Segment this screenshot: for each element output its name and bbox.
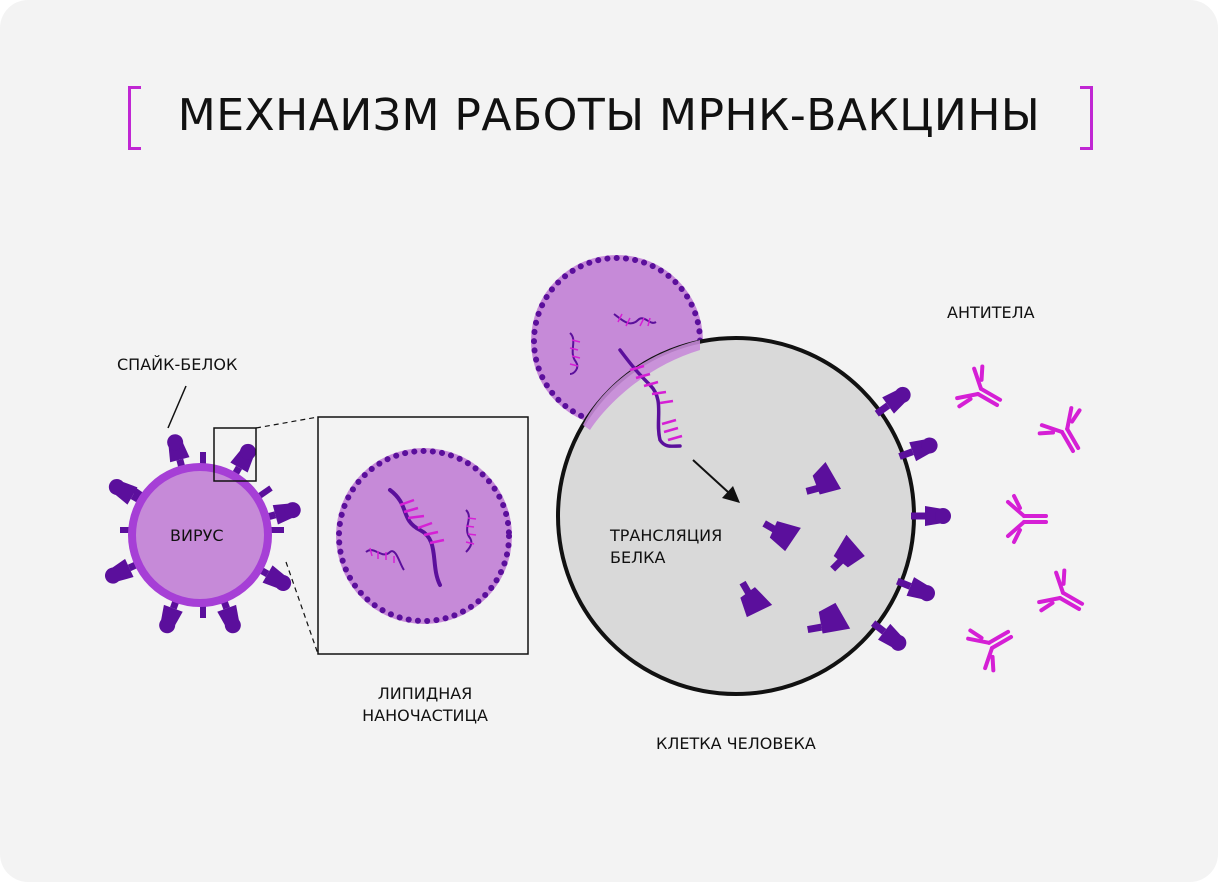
merge-region bbox=[583, 340, 700, 430]
spike-callout-line bbox=[167, 385, 187, 429]
diagram-title: МЕХНАИЗМ РАБОТЫ МРНК-ВАКЦИНЫ bbox=[177, 90, 1041, 141]
virus-label: ВИРУС bbox=[170, 526, 224, 545]
human-cell-label: КЛЕТКА ЧЕЛОВЕКА bbox=[656, 734, 816, 753]
lipid-label-line2: НАНОЧАСТИЦА bbox=[362, 706, 488, 725]
antibodies-label: АНТИТЕЛА bbox=[947, 303, 1035, 322]
mrna-strand-icon bbox=[569, 313, 683, 448]
antibody-icon bbox=[952, 361, 1098, 676]
title-bracket-left bbox=[128, 86, 141, 150]
lipid-nanoparticle-label: ЛИПИДНАЯ НАНОЧАСТИЦА bbox=[330, 683, 520, 727]
arrow-icon bbox=[692, 459, 740, 503]
virus-icon bbox=[101, 431, 304, 637]
lipid-label-line1: ЛИПИДНАЯ bbox=[377, 684, 473, 703]
translation-label-line1: ТРАНСЛЯЦИЯ bbox=[610, 526, 723, 545]
translation-label-line2: БЕЛКА bbox=[610, 548, 666, 567]
spike-protein-icon bbox=[739, 461, 865, 634]
title-bracket-right bbox=[1080, 86, 1093, 150]
lipid-nanoparticle-icon bbox=[336, 448, 512, 624]
translation-label: ТРАНСЛЯЦИЯ БЕЛКА bbox=[610, 525, 722, 569]
spike-protein-label: СПАЙК-БЕЛОК bbox=[117, 355, 238, 374]
nanoparticle-inset-frame bbox=[317, 416, 529, 655]
zoom-dash-top bbox=[255, 416, 319, 429]
zoom-box bbox=[213, 427, 257, 482]
mrna-strand-icon bbox=[365, 488, 477, 587]
zoom-dash-bottom bbox=[285, 561, 319, 655]
